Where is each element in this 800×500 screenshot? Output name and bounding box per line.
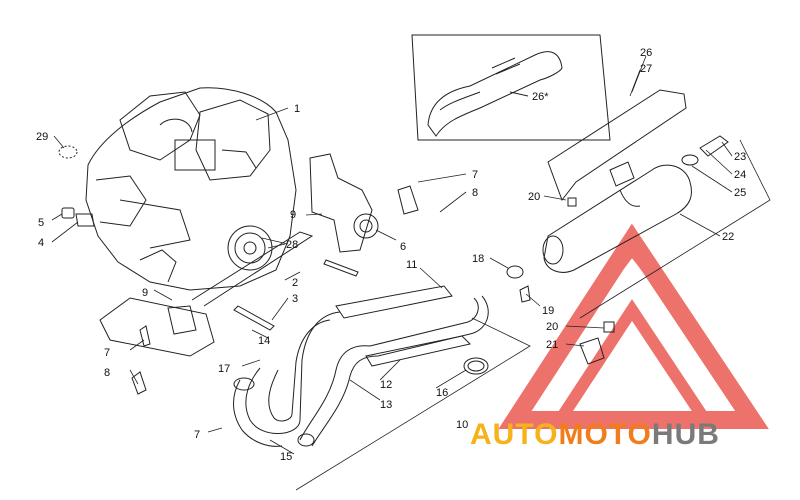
callout-7a: 7 [472,169,478,181]
watermark-hub: HUB [651,418,720,451]
callout-5: 5 [38,217,44,229]
callout-9b: 9 [142,287,148,299]
heat-shield-11 [335,285,453,319]
mid-pipe [297,295,489,447]
watermark-logo [498,223,769,429]
mount-rods [191,231,359,331]
callout-4: 4 [38,237,44,249]
callout-8b: 8 [104,367,110,379]
callout-11: 11 [406,259,417,271]
muffler-heat-shield [547,89,687,202]
heat-shield-12 [365,335,471,367]
callout-10: 10 [456,419,468,431]
engine-assembly [85,87,297,291]
callout-27: 27 [640,63,652,75]
callout-22: 22 [722,231,734,243]
callout-26: 26 [640,47,652,59]
callout-7c: 7 [194,429,200,441]
callout-15: 15 [280,451,292,463]
callout-28: 28 [286,239,298,251]
callout-labels: 1 2 3 4 5 6 7 7 7 8 8 9 9 10 11 12 13 14… [36,47,746,463]
callout-17: 17 [218,363,230,375]
watermark-text: AUTOMOTOHUB [470,418,720,452]
callout-12: 12 [380,379,392,391]
callout-19: 19 [542,305,554,317]
assembly-group-lines [295,139,771,491]
callout-20b: 20 [546,321,558,333]
small-hardware [506,197,615,365]
callout-24: 24 [734,169,746,181]
callout-2: 2 [292,277,298,289]
callout-14: 14 [258,335,270,347]
mount-plate [99,297,215,395]
exhaust-bracket [309,153,419,253]
callout-8a: 8 [472,187,478,199]
gasket-29 [58,145,78,159]
callout-1: 1 [294,103,300,115]
spacer-bushing [61,207,95,227]
callout-9a: 9 [290,209,296,221]
callout-3: 3 [292,293,298,305]
head-pipe [233,311,341,447]
callout-18: 18 [472,253,484,265]
clamp-16 [463,357,489,375]
leader-lines [51,55,733,455]
callout-13: 13 [380,399,392,411]
callout-6: 6 [400,241,406,253]
watermark-moto: MOTO [558,418,652,451]
callout-20a: 20 [528,191,540,203]
watermark-auto: AUTO [470,418,559,451]
callout-21: 21 [546,339,558,351]
callout-29: 29 [36,131,48,143]
heat-shield-inset [411,34,611,141]
callout-23: 23 [734,151,746,163]
tailpipe-tip [681,135,729,166]
inset-label: 26* [532,91,549,103]
callout-7b: 7 [104,347,110,359]
callout-16: 16 [436,387,448,399]
muffler [542,164,692,273]
callout-25: 25 [734,187,746,199]
